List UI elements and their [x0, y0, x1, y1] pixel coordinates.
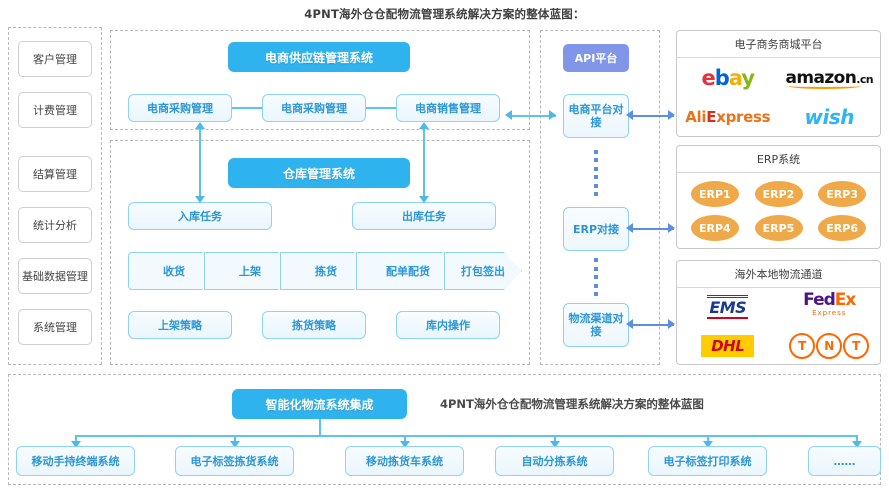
sidebar-item-billing[interactable]: 计费管理 [18, 92, 92, 128]
bottom-item-etag-printing[interactable]: 电子标签打印系统 [648, 446, 767, 476]
ebay-logo: ebay [701, 65, 755, 90]
tree-arrow-4 [550, 441, 560, 448]
flow-arrow-api-logistics-right [668, 319, 675, 329]
logistics-channel-title: 海外本地物流通道 [677, 261, 880, 288]
flow-line-api-erp [632, 228, 674, 230]
task-inbound[interactable]: 入库任务 [128, 202, 272, 230]
ecommerce-platform-title: 电子商务商城平台 [677, 31, 880, 58]
flow-arrow-outbound-down [419, 196, 429, 203]
intelligent-logistics-header: 智能化物流系统集成 [232, 389, 407, 419]
erp-item-3[interactable]: ERP3 [818, 181, 867, 207]
module-ecommerce-purchase-2[interactable]: 电商采购管理 [262, 94, 366, 122]
tree-branch-1 [75, 435, 77, 443]
flow-line-api-logistics [632, 324, 674, 326]
flow-line-inbound [199, 128, 201, 198]
bottom-item-handheld-terminal[interactable]: 移动手持终端系统 [16, 446, 135, 476]
module-ecommerce-purchase-1[interactable]: 电商采购管理 [128, 94, 232, 122]
sidebar-item-system[interactable]: 系统管理 [18, 309, 92, 345]
warehouse-header: 仓库管理系统 [228, 158, 410, 188]
flow-arrow-api-shop-right [668, 110, 675, 120]
process-step-packing[interactable]: 打包签出 [444, 252, 522, 290]
tree-branch-5 [707, 435, 709, 443]
dhl-logo: DHL [677, 327, 779, 366]
tree-bus [75, 435, 857, 437]
flow-line-outbound [423, 128, 425, 198]
flow-arrow-api-erp-right [668, 223, 675, 233]
erp-item-2[interactable]: ERP2 [754, 181, 803, 207]
supply-chain-header: 电商供应链管理系统 [228, 42, 410, 72]
page-title: 4PNT海外仓仓配物流管理系统解决方案的整体蓝图： [304, 7, 585, 21]
erp-item-6[interactable]: ERP6 [818, 215, 867, 241]
tree-arrow-5 [703, 441, 713, 448]
tree-branch-2 [234, 435, 236, 443]
erp-system-panel: ERP系统 ERP1 ERP2 ERP3 ERP4 ERP5 ERP6 [676, 145, 881, 249]
flow-line-api-shop [632, 115, 674, 117]
bottom-item-mobile-picking-cart[interactable]: 移动拣货车系统 [345, 446, 464, 476]
process-step-sorting[interactable]: 配单配货 [356, 252, 460, 290]
erp-item-1[interactable]: ERP1 [690, 181, 739, 207]
task-outbound[interactable]: 出库任务 [352, 202, 496, 230]
flow-arrow-sales-api-right [549, 110, 556, 120]
sidebar-item-statistics[interactable]: 统计分析 [18, 207, 92, 243]
strategy-inwarehouse-ops[interactable]: 库内操作 [396, 311, 500, 339]
sidebar-item-basic-data[interactable]: 基础数据管理 [18, 258, 92, 294]
tree-arrow-3 [400, 441, 410, 448]
bottom-item-auto-sorting[interactable]: 自动分拣系统 [495, 446, 614, 476]
tree-arrow-1 [71, 441, 81, 448]
ems-logo: EMS [677, 288, 779, 327]
strategy-putaway[interactable]: 上架策略 [128, 311, 232, 339]
module-ecommerce-sales[interactable]: 电商销售管理 [396, 94, 500, 122]
ecommerce-platform-panel: 电子商务商城平台 ebay amazon.cn AliExpress wish [676, 30, 881, 137]
connector-purchase2-sales [366, 107, 396, 109]
amazon-logo: amazon.cn [785, 67, 874, 89]
erp-system-title: ERP系统 [677, 146, 880, 173]
api-connector-ecommerce[interactable]: 电商平台对接 [563, 94, 629, 138]
dot-chain-2 [591, 258, 601, 296]
flow-arrow-api-shop-left [626, 110, 633, 120]
erp-item-4[interactable]: ERP4 [690, 215, 739, 241]
flow-arrow-api-erp-left [626, 223, 633, 233]
connector-purchase1-purchase2 [232, 107, 262, 109]
flow-arrow-outbound-up [419, 122, 429, 129]
tree-branch-3 [404, 435, 406, 443]
flow-arrow-api-logistics-left [626, 319, 633, 329]
bottom-caption: 4PNT海外仓仓配物流管理系统解决方案的整体蓝图 [440, 397, 704, 411]
strategy-picking[interactable]: 拣货策略 [262, 311, 366, 339]
dot-chain-1 [591, 150, 601, 196]
flow-arrow-inbound-down [195, 196, 205, 203]
bottom-item-etag-picking[interactable]: 电子标签拣货系统 [175, 446, 294, 476]
sidebar-item-customer[interactable]: 客户管理 [18, 41, 92, 77]
flow-arrow-sales-api-left [505, 110, 512, 120]
erp-item-5[interactable]: ERP5 [754, 215, 803, 241]
api-platform-header: API平台 [563, 44, 629, 72]
sidebar-item-settlement[interactable]: 结算管理 [18, 156, 92, 192]
api-connector-logistics[interactable]: 物流渠道对接 [563, 303, 629, 347]
flow-arrow-inbound-up [195, 122, 205, 129]
tree-arrow-2 [230, 441, 240, 448]
tree-arrow-6 [852, 441, 862, 448]
wish-logo: wish [804, 105, 855, 130]
flow-line-sales-api [512, 115, 556, 117]
tree-branch-6 [856, 435, 858, 443]
tree-stem [319, 419, 321, 436]
aliexpress-logo: AliExpress [685, 108, 771, 127]
sidebar-panel [8, 27, 102, 365]
tree-branch-4 [554, 435, 556, 443]
bottom-item-more[interactable]: …… [808, 446, 881, 476]
api-connector-erp[interactable]: ERP对接 [563, 207, 629, 251]
